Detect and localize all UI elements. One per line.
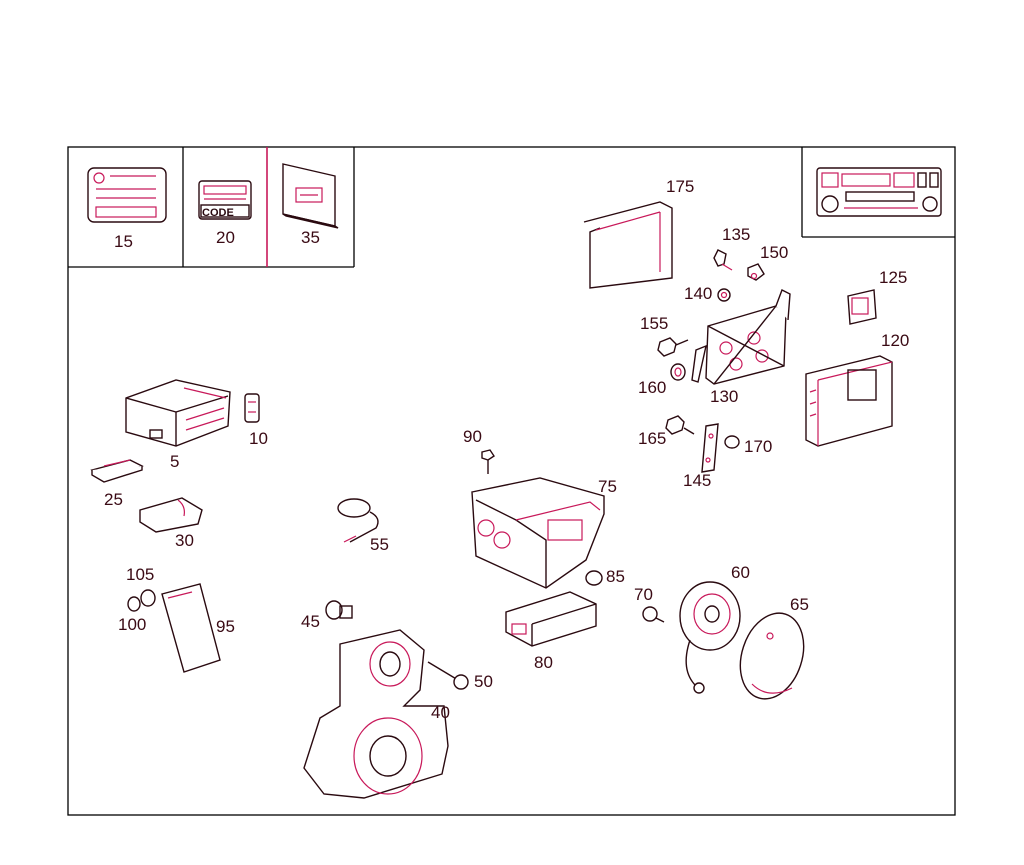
part-10-faceplate-release[interactable]: 10 (244, 393, 268, 448)
callout-10[interactable]: 10 (249, 429, 268, 448)
callout-30[interactable]: 30 (175, 531, 194, 550)
callout-140[interactable]: 140 (684, 284, 712, 303)
callout-155[interactable]: 155 (640, 314, 668, 333)
part-15-identification-card[interactable]: 15 (87, 167, 167, 251)
part-165-bolt[interactable]: 165 (638, 415, 695, 448)
part-65-speaker-grille[interactable]: 65 (730, 595, 814, 707)
part-120-amplifier-module[interactable]: 120 (805, 331, 909, 447)
part-70-screw[interactable]: 70 (634, 585, 665, 623)
callout-85[interactable]: 85 (606, 567, 625, 586)
part-20-radio-code-card[interactable]: CODE 20 (198, 180, 252, 247)
part-145-strap[interactable]: 145 (683, 423, 719, 490)
part-150-clip[interactable]: 150 (747, 243, 788, 281)
part-60-loudspeaker[interactable]: 60 (679, 563, 750, 694)
callout-100[interactable]: 100 (118, 615, 146, 634)
callout-130[interactable]: 130 (710, 387, 738, 406)
callout-165[interactable]: 165 (638, 429, 666, 448)
part-35-operating-manual[interactable]: 35 (282, 163, 339, 247)
callout-70[interactable]: 70 (634, 585, 653, 604)
callout-40[interactable]: 40 (431, 703, 450, 722)
callout-65[interactable]: 65 (790, 595, 809, 614)
part-90-screw[interactable]: 90 (463, 427, 495, 474)
radio-face-inset (801, 147, 955, 238)
part-30-pouch[interactable]: 30 (139, 497, 203, 550)
part-95-cassette-box[interactable]: 95 (161, 583, 235, 673)
callout-135[interactable]: 135 (722, 225, 750, 244)
callout-50[interactable]: 50 (474, 672, 493, 691)
part-45-tweeter[interactable]: 45 (301, 600, 353, 631)
callout-35[interactable]: 35 (301, 228, 320, 247)
callout-25[interactable]: 25 (104, 490, 123, 509)
part-75-housing[interactable]: 75 (471, 477, 617, 589)
part-40-speaker-housing[interactable]: 40 (303, 629, 450, 799)
callout-150[interactable]: 150 (760, 243, 788, 262)
callout-145[interactable]: 145 (683, 471, 711, 490)
diagram-frame (67, 146, 956, 816)
code-card-text: CODE (202, 207, 234, 219)
callout-60[interactable]: 60 (731, 563, 750, 582)
callout-90[interactable]: 90 (463, 427, 482, 446)
part-160-nut[interactable]: 160 (638, 363, 686, 397)
part-50-screw[interactable]: 50 (427, 661, 493, 691)
part-25-remote-control[interactable]: 25 (90, 459, 144, 509)
part-135-screw[interactable]: 135 (713, 225, 750, 271)
callout-15[interactable]: 15 (114, 232, 133, 251)
callout-95[interactable]: 95 (216, 617, 235, 636)
part-130-carrier-plate[interactable]: 130 (691, 289, 791, 406)
callout-55[interactable]: 55 (370, 535, 389, 554)
callout-75[interactable]: 75 (598, 477, 617, 496)
part-125-connector[interactable]: 125 (847, 268, 907, 325)
part-55-cable[interactable]: 55 (337, 498, 389, 554)
callout-175[interactable]: 175 (666, 177, 694, 196)
callout-105[interactable]: 105 (126, 565, 154, 584)
inset-boxes (68, 147, 355, 268)
part-80-control-unit[interactable]: 80 (505, 591, 597, 672)
part-175-mounting-bracket[interactable]: 175 (583, 177, 694, 289)
callout-45[interactable]: 45 (301, 612, 320, 631)
part-85-nut[interactable]: 85 (585, 567, 625, 586)
callout-80[interactable]: 80 (534, 653, 553, 672)
callout-20[interactable]: 20 (216, 228, 235, 247)
part-140-lock-washer[interactable]: 140 (684, 284, 731, 303)
callout-5[interactable]: 5 (170, 452, 179, 471)
callout-170[interactable]: 170 (744, 437, 772, 456)
part-100-plug[interactable]: 100 (118, 596, 146, 634)
callout-160[interactable]: 160 (638, 378, 666, 397)
callout-120[interactable]: 120 (881, 331, 909, 350)
part-5-radio-unit[interactable]: 5 (125, 379, 231, 471)
part-155-bolt[interactable]: 155 (640, 314, 689, 357)
callout-125[interactable]: 125 (879, 268, 907, 287)
part-105-cap[interactable]: 105 (126, 565, 156, 607)
part-170-nut[interactable]: 170 (724, 435, 772, 456)
